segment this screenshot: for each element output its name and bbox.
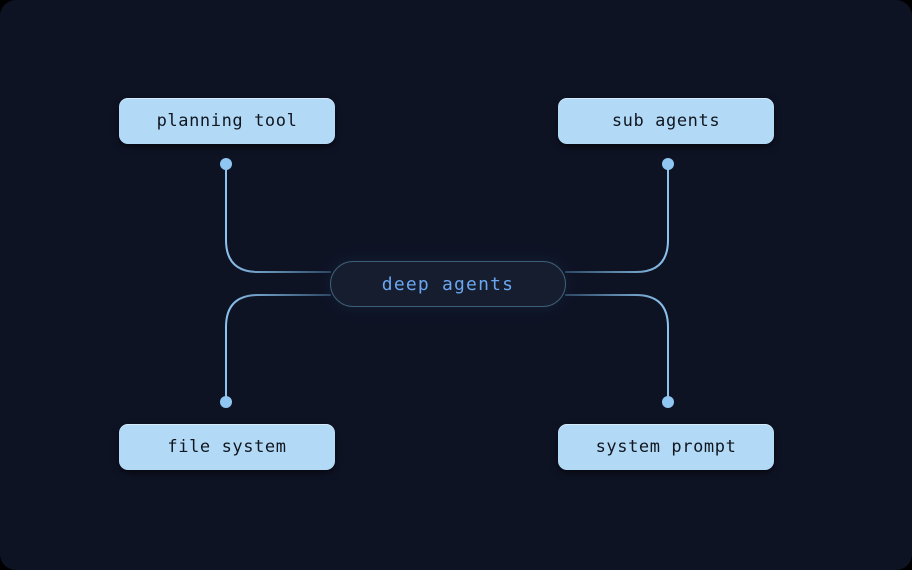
node-planning-tool-label: planning tool — [156, 111, 298, 131]
node-sub-agents[interactable]: sub agents — [558, 98, 774, 144]
connector-dot-system-prompt — [662, 396, 674, 408]
node-planning-tool[interactable]: planning tool — [119, 98, 335, 144]
connector-dot-file-system — [220, 396, 232, 408]
node-system-prompt[interactable]: system prompt — [558, 424, 774, 470]
wire-file-system — [225, 294, 331, 403]
wire-system-prompt — [565, 294, 669, 403]
node-deep-agents[interactable]: deep agents — [330, 261, 566, 307]
node-file-system[interactable]: file system — [119, 424, 335, 470]
wire-sub-agents — [565, 163, 669, 273]
node-file-system-label: file system — [167, 437, 287, 457]
connector-dot-planning-tool — [220, 158, 232, 170]
node-sub-agents-label: sub agents — [611, 111, 721, 131]
wire-planning-tool — [225, 163, 331, 273]
node-system-prompt-label: system prompt — [595, 437, 737, 457]
connector-dot-sub-agents — [662, 158, 674, 170]
node-deep-agents-label: deep agents — [381, 273, 515, 295]
